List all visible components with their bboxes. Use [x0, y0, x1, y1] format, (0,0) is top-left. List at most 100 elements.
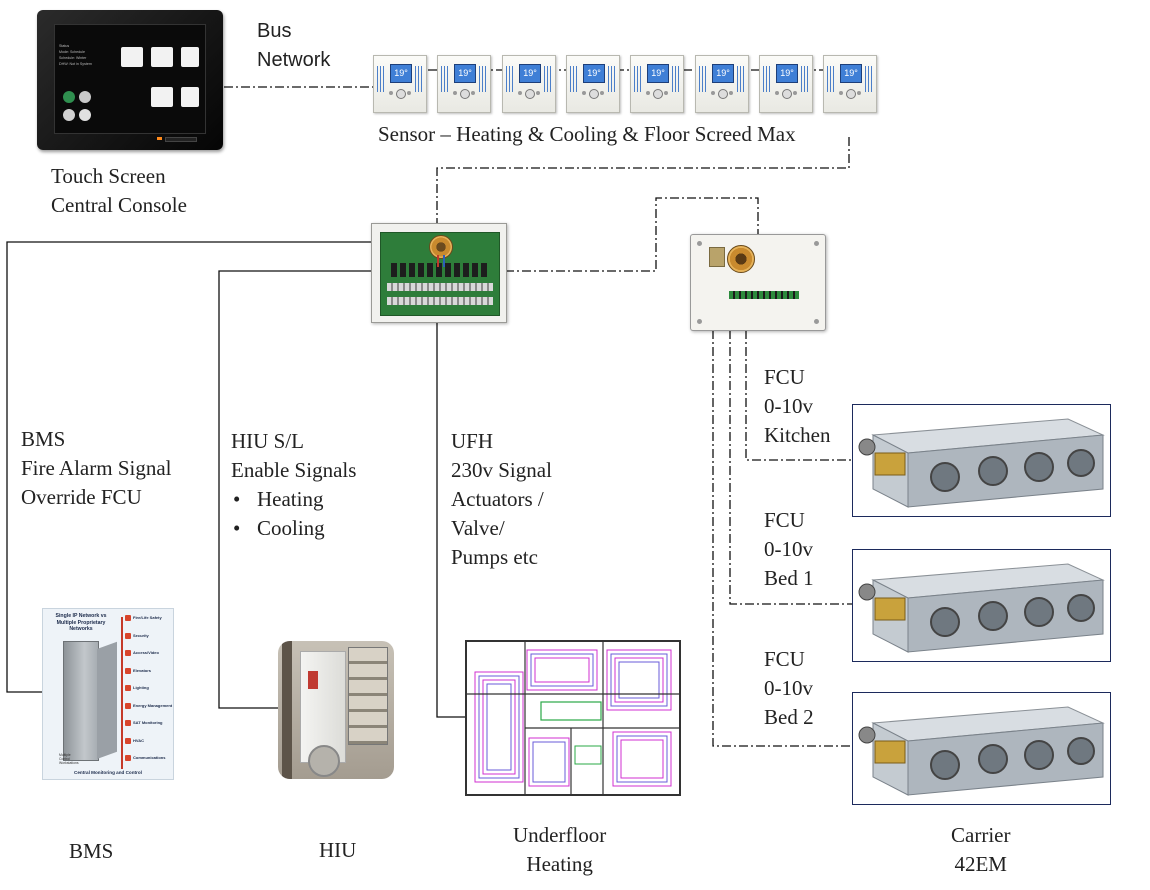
sensor-led-bars-icon: [415, 66, 423, 92]
hiu-signal-item: Cooling: [231, 514, 356, 543]
bms-category-label: Communications: [133, 755, 166, 761]
bms-signals-label: BMS Fire Alarm Signal Override FCU: [21, 427, 172, 509]
console-tile: [79, 109, 91, 121]
sensor-indicator: [775, 91, 779, 95]
sensor-led-bars-icon: [672, 66, 680, 92]
hiu-photo: [278, 641, 394, 779]
sensor-button: [460, 89, 470, 99]
hiu-red-panel: [308, 671, 318, 689]
fcu-unit-bed1: [852, 549, 1111, 662]
bms-category-label: HVAC: [133, 737, 145, 743]
bms-category-item: SAT Monitoring: [125, 720, 162, 726]
fcu-kitchen-line: [745, 330, 852, 461]
room-sensor: 19°: [437, 55, 491, 113]
sensor-led-bars-icon: [570, 66, 578, 92]
console-lock-tile: [151, 87, 173, 107]
console-menu-item: Mode: Schedule: [59, 50, 85, 54]
bms-category-item: Security: [125, 632, 149, 639]
bms-category-icon: [125, 615, 131, 621]
ufh-signals-label: UFH 230v Signal Actuators / Valve/ Pumps…: [451, 429, 552, 569]
bms-signal-line: [6, 241, 372, 693]
bms-poster-title: Single IP Network vs Multiple Proprietar…: [55, 613, 107, 632]
fcu-control-box: [690, 234, 826, 331]
fcu-bed1-line: [729, 330, 852, 605]
bms-category-label: SAT Monitoring: [133, 720, 163, 726]
sensor-indicator: [407, 91, 411, 95]
sensor-led-bars-icon: [479, 66, 487, 92]
bms-category-icon: [125, 737, 131, 744]
console-away-tile: [181, 87, 199, 107]
bms-category-icon: [125, 755, 131, 761]
controller-box: [371, 223, 507, 323]
hiu-frame-left: [282, 641, 292, 779]
controller-pcb: [380, 232, 500, 316]
console-menu-item: Status: [59, 44, 70, 48]
room-sensor: 19°: [502, 55, 556, 113]
sensor-indicator: [839, 91, 843, 95]
bms-category-label: Lighting: [133, 685, 149, 691]
sensor-button: [846, 89, 856, 99]
fcu-unit-bed2: [852, 692, 1111, 805]
console-screen: Status Mode: Schedule Schedule: Winter D…: [54, 24, 206, 134]
fcu-box-screw: [814, 319, 819, 324]
touch-screen-label: Touch Screen Central Console: [51, 164, 187, 217]
fcu-box-screw: [814, 241, 819, 246]
console-tile: [63, 109, 75, 121]
sensor-led-bars-icon: [441, 66, 449, 92]
console-menu: Status Mode: Schedule Schedule: Winter D…: [59, 43, 105, 67]
bms-category-item: Access/Video: [125, 650, 159, 656]
hiu-signal-item: Heating: [231, 485, 356, 514]
fcu-box-screw: [697, 241, 702, 246]
controller-cable: [437, 255, 439, 267]
room-sensor: 19°: [759, 55, 813, 113]
sensor-led-bars-icon: [827, 66, 835, 92]
room-sensor: 19°: [695, 55, 749, 113]
bms-category-icon: [125, 685, 131, 691]
fcu-unit-image: [858, 563, 1105, 653]
controller-terminals: [387, 283, 493, 291]
hiu-base: [308, 745, 340, 777]
console-menu-item: Schedule: Winter: [59, 56, 87, 60]
fcu-box-screw: [697, 319, 702, 324]
fcu-box-board: [709, 247, 725, 267]
sensor-led-bars-icon: [865, 66, 873, 92]
sensor-led-bars-icon: [801, 66, 809, 92]
sensor-button: [782, 89, 792, 99]
fcu-bed2-line: [712, 330, 852, 747]
sensor-display: 19°: [583, 64, 605, 83]
bms-category-item: Lighting: [125, 685, 149, 691]
bms-category-icon: [125, 650, 131, 656]
bms-sidenote: Multiple Control Workstations: [59, 753, 79, 765]
sensor-display: 19°: [647, 64, 669, 83]
carrier-caption: Carrier 42EM: [951, 823, 1011, 876]
bms-building-shadow: [97, 641, 117, 759]
controller-cable: [443, 255, 445, 267]
sensor-led-bars-icon: [544, 66, 552, 92]
sensor-caption: Sensor – Heating & Cooling & Floor Scree…: [378, 122, 796, 146]
fcu-bed2-label: FCU 0-10v Bed 2: [764, 647, 814, 729]
fcu-kitchen-label: FCU 0-10v Kitchen: [764, 365, 831, 447]
room-sensor: 19°: [566, 55, 620, 113]
hiu-pipework: [348, 647, 388, 745]
sensor-led-bars-icon: [763, 66, 771, 92]
room-sensor: 19°: [373, 55, 427, 113]
console-tile: [79, 91, 91, 103]
bms-category-label: Security: [133, 632, 149, 638]
bms-poster: Single IP Network vs Multiple Proprietar…: [42, 608, 174, 780]
controller-terminals: [387, 297, 493, 305]
console-slot: [165, 137, 197, 142]
bms-category-icon: [125, 702, 131, 709]
console-power-led: [157, 137, 162, 140]
bms-building-graphic: [63, 641, 99, 761]
bms-category-icon: [125, 667, 131, 674]
fcu-unit-kitchen: [852, 404, 1111, 517]
sensor-display: 19°: [390, 64, 412, 83]
sensor-indicator: [389, 91, 393, 95]
sensor-indicator: [857, 91, 861, 95]
sensor-button: [396, 89, 406, 99]
fcu-bed1-label: FCU 0-10v Bed 1: [764, 508, 814, 590]
controller-relays: [391, 263, 489, 277]
bms-category-label: Energy Management: [133, 702, 173, 708]
sensor-led-bars-icon: [737, 66, 745, 92]
hiu-cabinet: [300, 651, 346, 763]
